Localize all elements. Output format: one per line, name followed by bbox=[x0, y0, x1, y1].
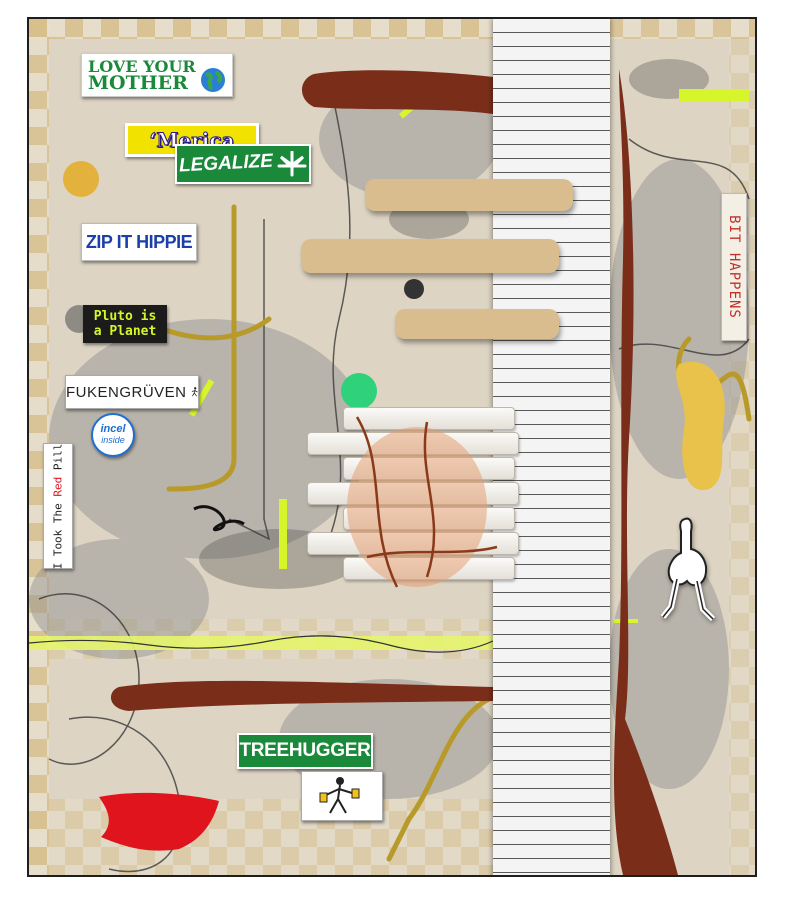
ceramic-tile-panel bbox=[307, 407, 519, 592]
sticker-text-line: MOTHER bbox=[88, 72, 188, 94]
sticker-text-part: Pill bbox=[51, 443, 65, 477]
sticker-text-line: LOVE YOUR bbox=[88, 57, 196, 76]
globe-icon bbox=[200, 68, 225, 92]
sticker-text-line: incel bbox=[100, 423, 126, 435]
cannabis-leaf-icon bbox=[277, 151, 307, 177]
pluto-sticker: Pluto is a Planet bbox=[83, 305, 167, 343]
sticker-text: FUKENGRÜVEN bbox=[66, 383, 187, 401]
sticker-text-line: inside bbox=[101, 435, 125, 445]
sticker-text-part: I Took The bbox=[51, 496, 65, 569]
clay-strip bbox=[395, 309, 559, 339]
sticker-text: ZIP IT HIPPIE bbox=[85, 231, 193, 252]
treehugger-sticker: TREEHUGGER bbox=[237, 733, 373, 769]
sticker-text: BIT HAPPENS bbox=[726, 215, 742, 319]
pointing-figure-icon bbox=[660, 517, 716, 622]
love-your-mother-sticker: LOVE YOUR MOTHER bbox=[81, 53, 233, 97]
clay-strip bbox=[301, 239, 559, 273]
fukengruven-sticker: FUKENGRÜVEN bbox=[65, 375, 199, 409]
paint-layer bbox=[29, 19, 755, 875]
sticker-text-line: Pluto is bbox=[93, 309, 157, 324]
sticker-text-line: a Planet bbox=[93, 324, 157, 339]
sticker-text: LEGALIZE bbox=[178, 150, 274, 177]
painting-canvas: LOVE YOUR MOTHER ‘Merica LEGALIZE ZIP IT… bbox=[27, 17, 757, 877]
beer-figure-sticker bbox=[301, 771, 383, 821]
clay-strip bbox=[365, 179, 573, 211]
beer-stick-figure-icon bbox=[319, 777, 360, 814]
legalize-sticker: LEGALIZE bbox=[175, 144, 311, 184]
sticker-text-red: Red bbox=[51, 476, 65, 497]
incel-inside-sticker: incel inside bbox=[91, 413, 135, 457]
running-stick-figure-icon bbox=[191, 387, 198, 397]
tile-paint bbox=[347, 416, 498, 588]
zip-it-hippie-sticker: ZIP IT HIPPIE bbox=[81, 223, 197, 261]
bit-happens-sticker: BIT HAPPENS bbox=[721, 193, 747, 341]
red-pill-sticker: I Took The Red Pill bbox=[43, 443, 73, 569]
sticker-text: TREEHUGGER bbox=[239, 740, 371, 761]
